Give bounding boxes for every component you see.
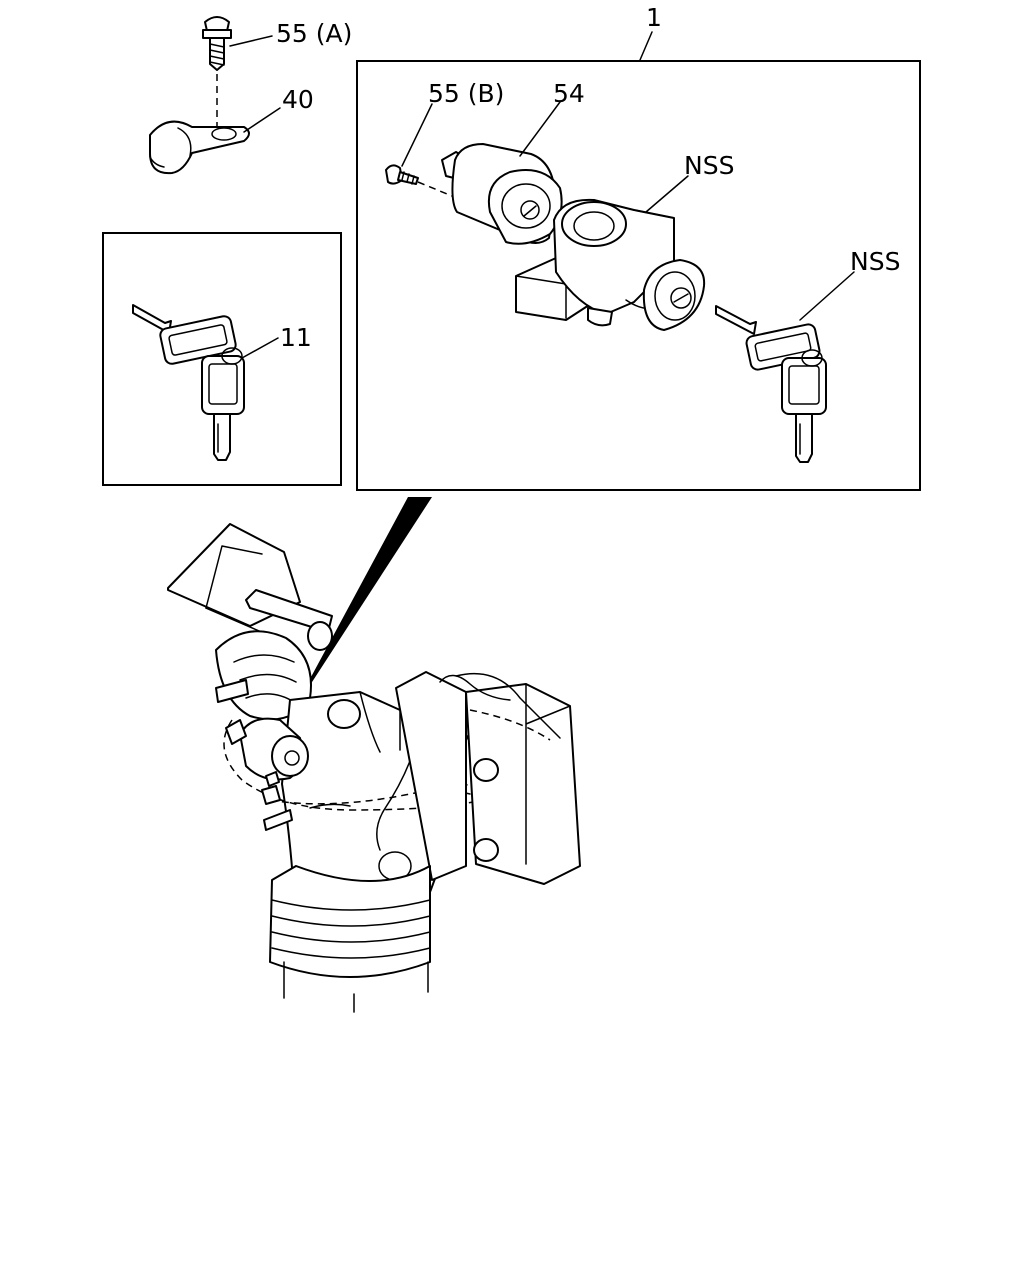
screw-b-icon (385, 164, 419, 185)
leader-55b (401, 103, 433, 167)
callout-55a: 55 (A) (276, 19, 352, 48)
key-icon (132, 304, 245, 461)
callout-55b: 55 (B) (428, 79, 504, 108)
callout-54: 54 (553, 79, 585, 108)
callout-40: 40 (282, 85, 314, 114)
callout-nss-keys: NSS (850, 247, 900, 276)
callout-nss-lock: NSS (684, 151, 734, 180)
nss-keys-icon (715, 305, 827, 463)
callout-11: 11 (280, 323, 312, 352)
ignition-switch-icon (441, 143, 563, 245)
leader-55a (229, 35, 273, 47)
screw-b-axis (417, 181, 453, 197)
leader-40 (243, 107, 281, 133)
key-set-inset-frame (102, 232, 342, 486)
nss-lock-housing-icon (515, 198, 706, 331)
leader-11 (241, 337, 279, 359)
leader-54 (519, 101, 561, 157)
leader-nss-keys (799, 271, 855, 321)
screw-icon (202, 16, 232, 71)
assembly-inset-frame (356, 60, 921, 491)
clamp-icon (149, 120, 250, 175)
location-pointer (290, 497, 432, 716)
steering-column-icon (167, 523, 581, 1013)
callout-1: 1 (646, 3, 662, 32)
leader-1 (639, 31, 653, 61)
leader-nss-lock (645, 175, 689, 213)
